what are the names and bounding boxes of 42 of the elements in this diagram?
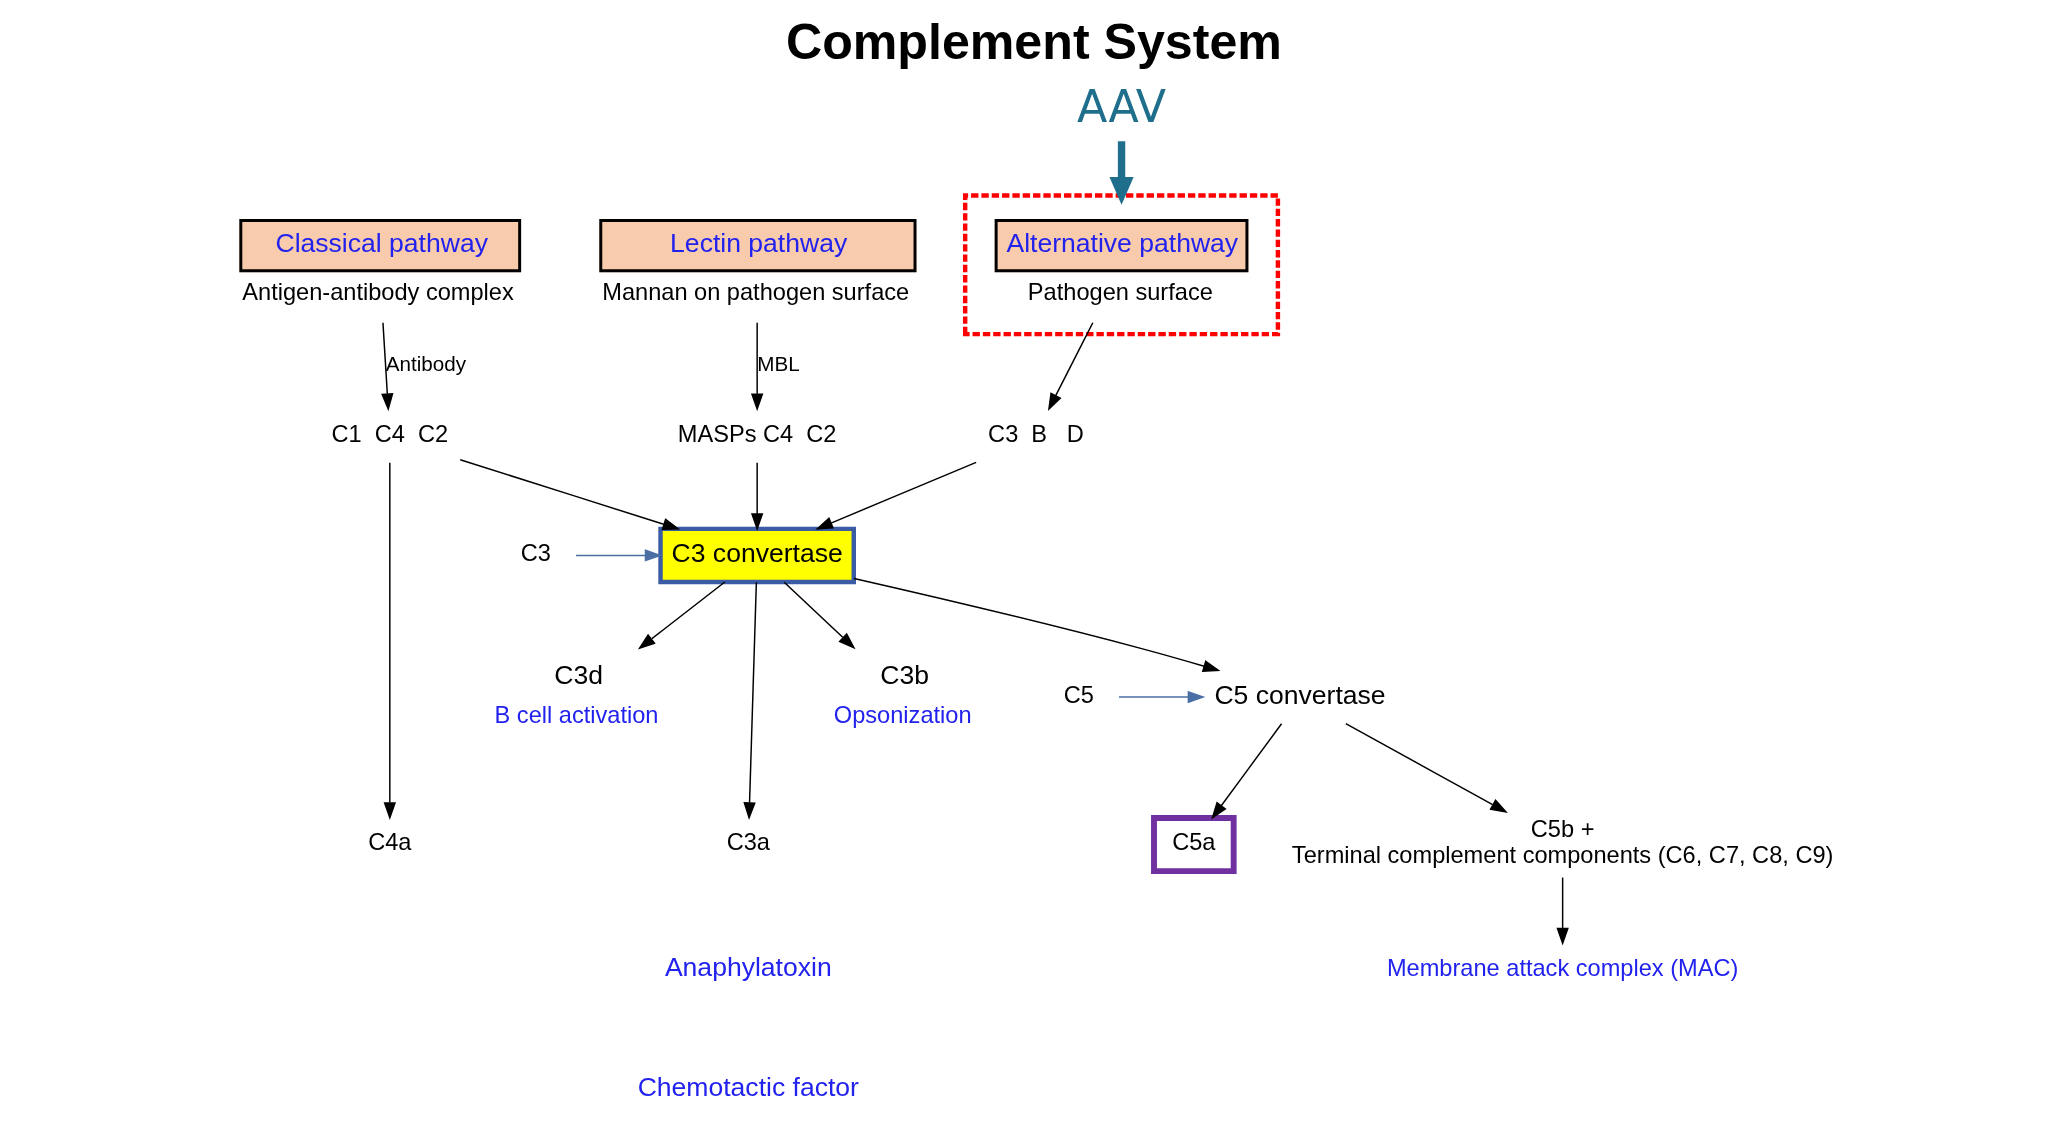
node-text: C3 B D bbox=[987, 420, 1084, 447]
diagram-title: Complement System bbox=[785, 13, 1282, 70]
label: Anaphylatoxin bbox=[664, 952, 832, 983]
arrow bbox=[383, 462, 396, 820]
edge-label: Antibody bbox=[385, 352, 466, 376]
node-text: C3 bbox=[520, 540, 551, 567]
node-text: Membrane attack complex (MAC) bbox=[1386, 954, 1738, 981]
arrow bbox=[1555, 876, 1569, 946]
node-text: C3b bbox=[879, 660, 929, 691]
arrow bbox=[1210, 722, 1282, 820]
arrow bbox=[782, 581, 856, 650]
arrow bbox=[637, 581, 726, 650]
arrow bbox=[574, 549, 662, 562]
node-text: C5 convertase bbox=[1213, 679, 1386, 710]
node-text: MASPs C4 C2 bbox=[677, 420, 836, 447]
node-label: Antigen-antibody complex bbox=[241, 278, 514, 305]
node-label: Pathogen surface bbox=[1027, 278, 1213, 305]
arrow bbox=[1047, 322, 1094, 411]
node-label: B cell activation bbox=[494, 702, 658, 729]
node-label: Opsonization bbox=[833, 702, 972, 729]
node-label: Mannan on pathogen surface bbox=[601, 278, 909, 305]
arrow bbox=[742, 581, 757, 820]
node-box: C3 convertase bbox=[657, 526, 856, 585]
node-text: AAV bbox=[1076, 80, 1166, 132]
cluster bbox=[962, 193, 1280, 337]
node-text: C5 bbox=[1063, 681, 1094, 708]
arrow bbox=[852, 577, 1221, 672]
node-text: C1 C4 C2 bbox=[330, 420, 448, 447]
node-text: C5b + Terminal complement components (C6, C7, C8, C9) bbox=[1291, 815, 1833, 869]
node-text: C4a bbox=[367, 829, 411, 856]
node-text: C3d bbox=[553, 660, 603, 691]
node-box: C5a bbox=[1150, 815, 1237, 875]
edge-label: MBL bbox=[756, 352, 800, 376]
arrow bbox=[459, 459, 680, 531]
label: Chemotactic factor bbox=[637, 1071, 859, 1102]
arrow bbox=[814, 461, 977, 530]
arrow bbox=[750, 322, 763, 412]
node-text: C3a bbox=[726, 829, 770, 856]
arrow bbox=[750, 461, 763, 531]
arrow bbox=[1117, 690, 1205, 704]
arrow bbox=[1344, 722, 1508, 813]
arrow bbox=[380, 322, 393, 412]
